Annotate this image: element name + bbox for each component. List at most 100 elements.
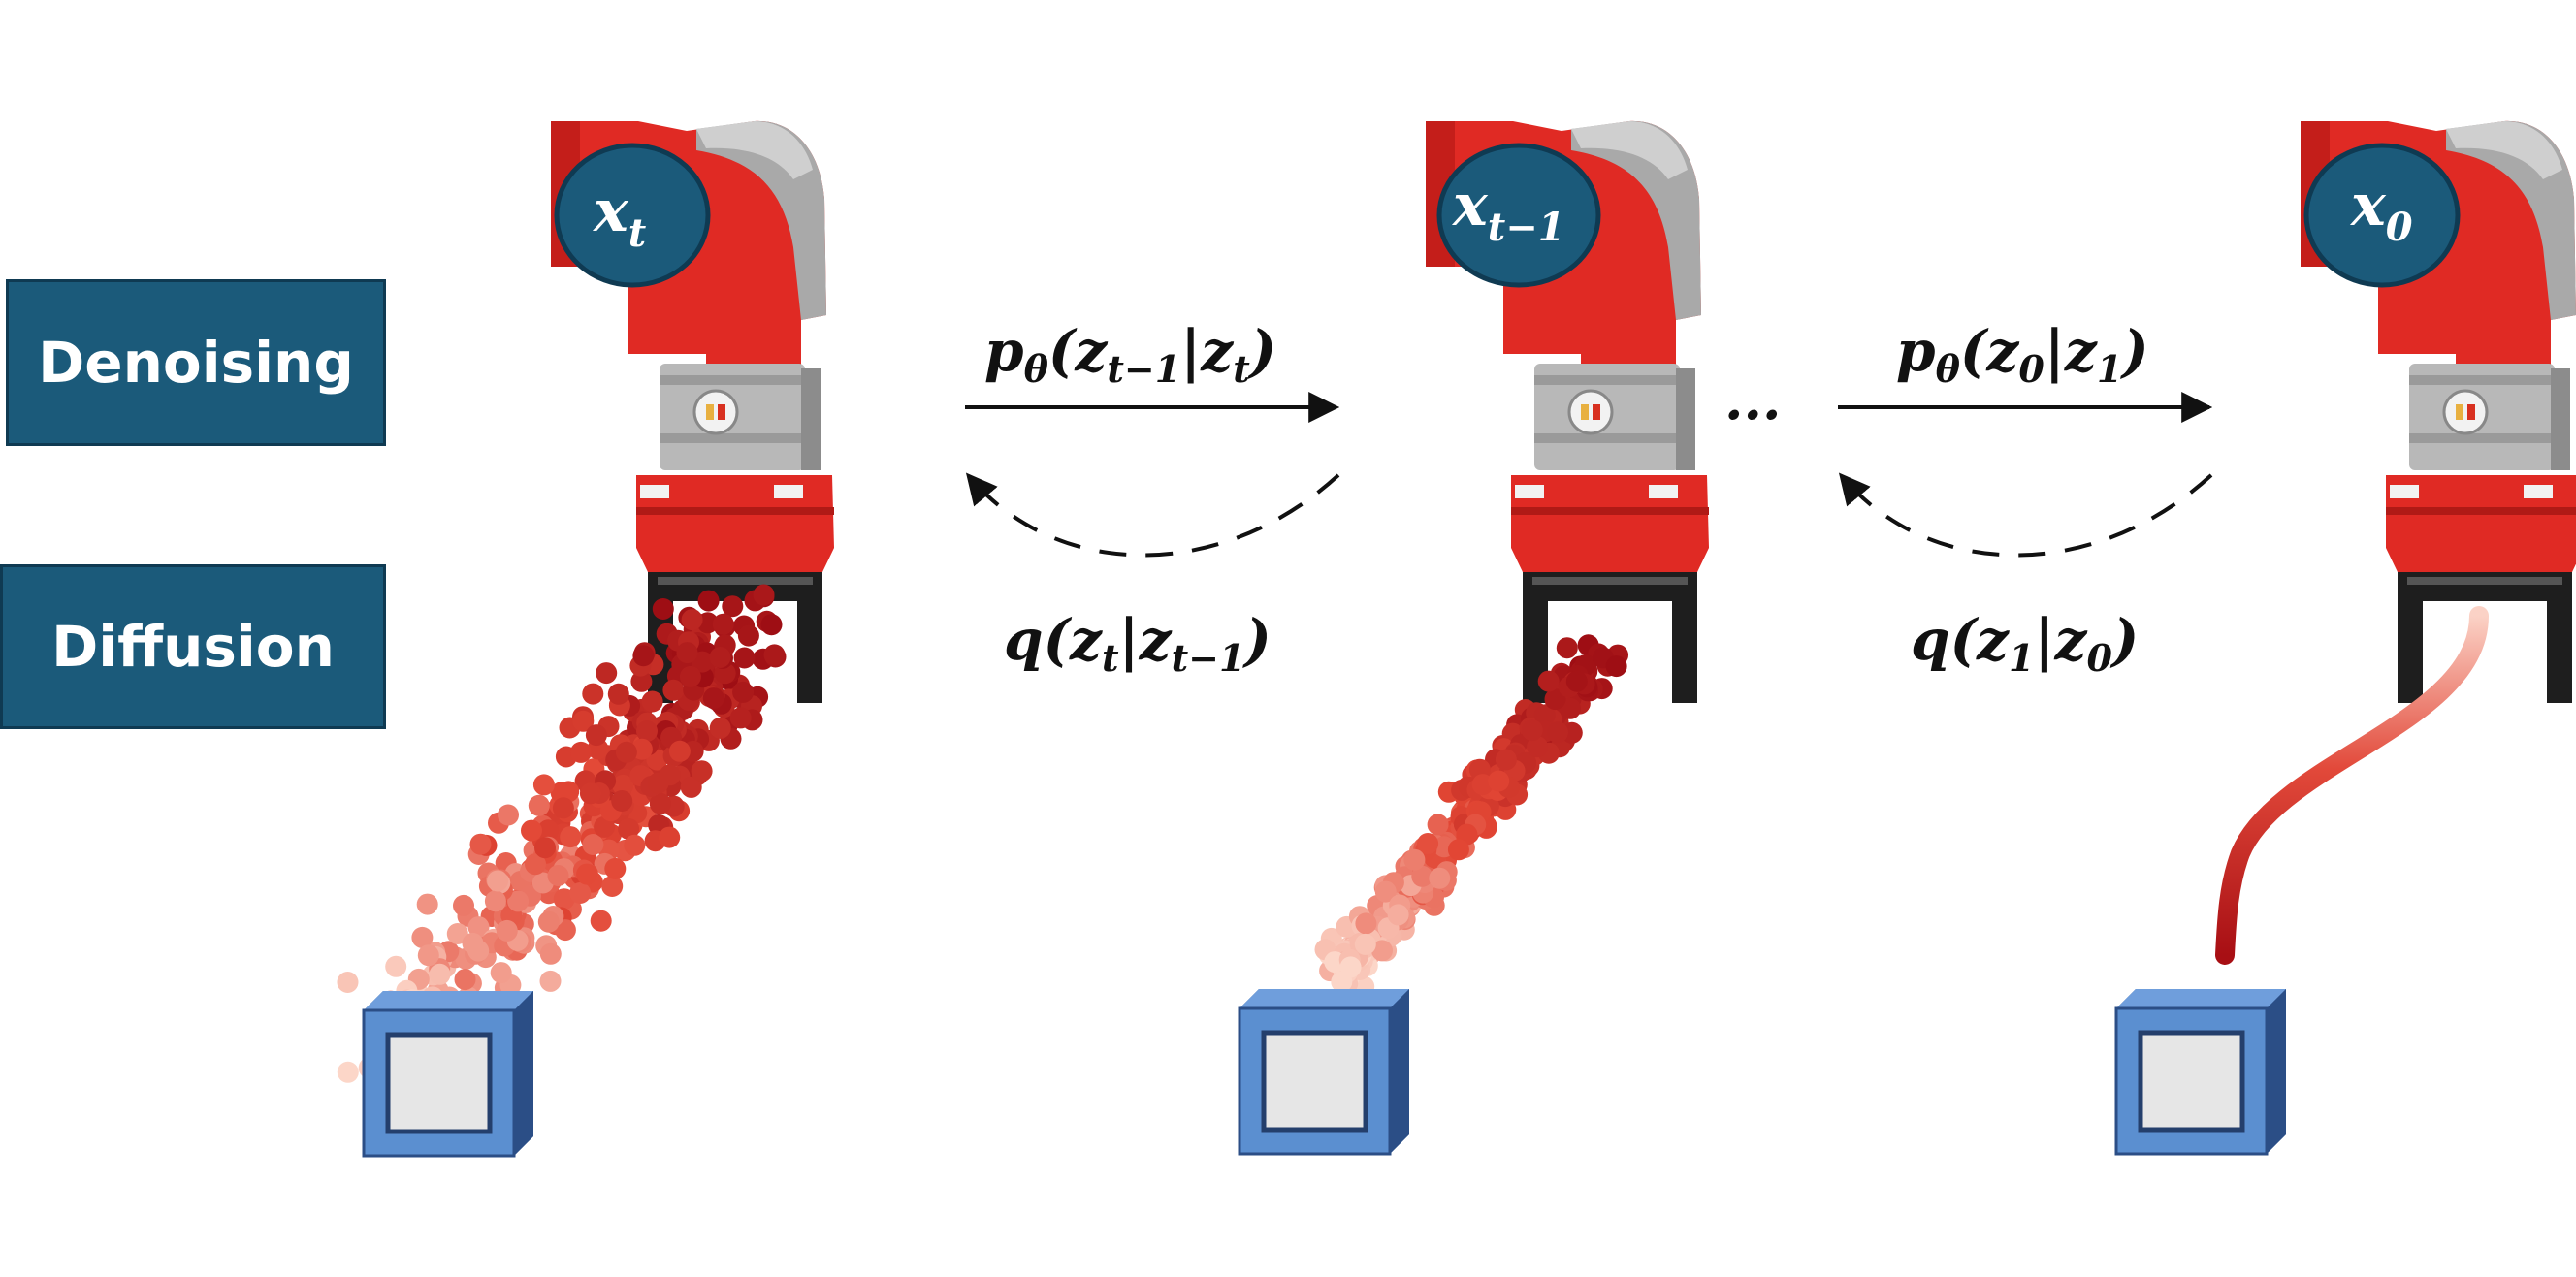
cloud-point (585, 724, 607, 747)
cloud-point (1547, 721, 1568, 744)
ellipsis-text: ... (1724, 368, 1782, 432)
cloud-point (416, 893, 438, 915)
trajectory-curve (2215, 606, 2489, 965)
cloud-point (732, 681, 755, 703)
cloud-point (641, 690, 663, 713)
cube-icon-3 (2116, 989, 2286, 1154)
cloud-point (601, 876, 624, 897)
cloud-point (579, 782, 601, 805)
cloud-point (604, 857, 627, 879)
cloud-point (630, 670, 653, 692)
cloud-point (385, 955, 407, 977)
cloud-point (411, 926, 434, 948)
svg-text:xt−1: xt−1 (1451, 172, 1565, 250)
cloud-point (607, 683, 629, 705)
cloud-point (618, 817, 640, 840)
cloud-point (552, 797, 574, 819)
cloud-point (582, 683, 604, 705)
cloud-point (709, 717, 731, 739)
cloud-point (659, 826, 681, 848)
cloud-point (1374, 880, 1397, 903)
svg-text:x0: x0 (2349, 172, 2413, 250)
reverse-label-2: q(z1|z0) (1911, 607, 2139, 680)
cloud-point (1339, 956, 1362, 978)
cloud-point (679, 665, 701, 687)
svg-text:xt: xt (592, 177, 647, 256)
cloud-point (760, 614, 783, 636)
cloud-point (467, 940, 490, 962)
cloud-point (1427, 814, 1449, 836)
cloud-point (662, 679, 685, 701)
diffuse-arrow-1 (965, 472, 1340, 558)
cloud-point (1354, 933, 1376, 955)
cloud-point (537, 819, 560, 842)
cloud-point (446, 923, 468, 944)
cloud-point (1403, 848, 1426, 871)
cloud-point (539, 942, 562, 965)
cloud-point (729, 707, 752, 729)
cloud-point (528, 794, 550, 816)
state-2-sub: t−1 (1488, 205, 1565, 250)
state-1-base: x (592, 177, 629, 245)
cloud-point (539, 970, 562, 992)
cloud-point (709, 647, 731, 668)
state-2-base: x (1451, 172, 1489, 239)
cloud-point (453, 894, 474, 916)
cloud-point (429, 963, 451, 985)
cloud-point (680, 776, 702, 798)
cloud-point (572, 710, 595, 732)
cloud-point (1533, 704, 1556, 726)
cloud-point (547, 865, 569, 886)
cloud-point (1387, 904, 1409, 926)
cloud-point (1565, 670, 1588, 692)
cloud-point (484, 890, 506, 912)
cloud-point (454, 969, 476, 991)
state-node-1: xt (554, 143, 711, 288)
cloud-point (612, 774, 634, 796)
cloud-point (1605, 655, 1627, 678)
cloud-point (496, 919, 518, 942)
cloud-point (676, 642, 698, 664)
cloud-point (569, 882, 592, 904)
cloud-point (570, 741, 592, 763)
diffuse-arrow-2 (1838, 472, 2213, 558)
state-node-2: xt−1 (1436, 143, 1601, 288)
cloud-point (733, 647, 756, 669)
cube-icon-1 (364, 991, 533, 1156)
cloud-point (649, 792, 671, 814)
forward-label-2: pθ(z0|z1) (1896, 318, 2149, 391)
state-3-base: x (2349, 172, 2387, 239)
cloud-point (632, 645, 655, 667)
state-3-sub: 0 (2386, 205, 2413, 250)
cloud-point (1537, 670, 1560, 692)
state-1-sub: t (628, 210, 647, 256)
cloud-point (534, 837, 556, 859)
reverse-label-1: q(zt|zt−1) (1004, 607, 1272, 680)
cloud-point (753, 584, 775, 606)
cloud-point (1544, 688, 1566, 711)
cloud-point (337, 972, 359, 993)
cloud-point (521, 819, 542, 842)
cloud-point (1429, 867, 1451, 889)
cloud-point (576, 863, 598, 885)
cloud-point (1471, 774, 1494, 796)
cloud-point (615, 741, 637, 763)
cloud-point (554, 919, 576, 942)
cloud-point (469, 833, 492, 855)
cloud-point (659, 764, 681, 786)
cloud-point (681, 609, 703, 631)
cloud-point (668, 740, 691, 762)
cloud-point (594, 815, 616, 838)
cloud-point (1495, 749, 1517, 771)
diffusion-label: Diffusion (0, 564, 386, 729)
cloud-point (490, 962, 512, 984)
cloud-point (590, 910, 612, 932)
cloud-point (532, 774, 555, 796)
cloud-point (611, 790, 633, 812)
cloud-point (1411, 865, 1433, 887)
cloud-point (652, 598, 674, 620)
cloud-point (337, 1061, 359, 1083)
cloud-point (702, 687, 724, 710)
cube-icon-2 (1240, 989, 1409, 1154)
cloud-point (560, 826, 582, 848)
